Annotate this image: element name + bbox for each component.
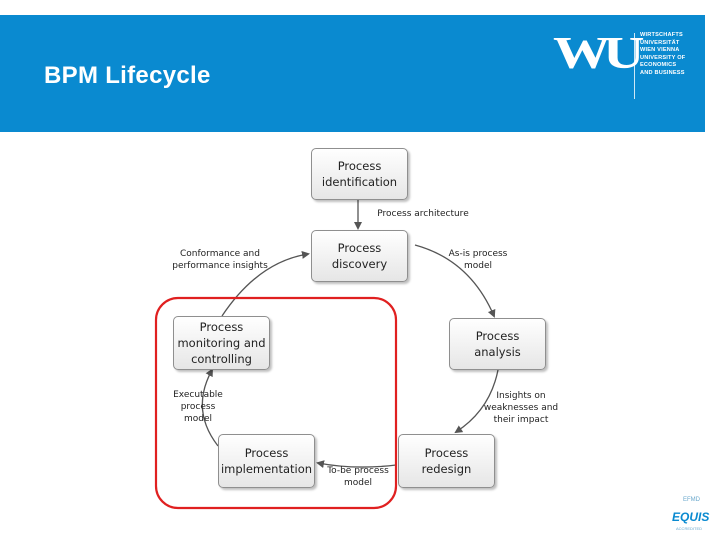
efmd-mark: EFMD — [683, 497, 700, 503]
box-process-analysis: Process analysis — [449, 318, 546, 370]
wu-logo: WU — [553, 27, 645, 78]
label-executable-model: Executable process model — [173, 390, 223, 424]
box-process-discovery: Process discovery — [311, 230, 408, 282]
arrow-discovery-to-analysis — [414, 244, 496, 318]
box-process-monitoring: Process monitoring and controlling — [173, 316, 270, 370]
label-as-is-model: As-is process model — [448, 249, 508, 271]
header-band — [0, 15, 705, 132]
logo-line: WIEN VIENNA — [640, 47, 680, 53]
arrow-monitoring-to-discovery — [221, 251, 310, 317]
highlight-frame — [154, 296, 398, 510]
equis-logo: EQUIS — [672, 510, 710, 524]
logo-line: AND BUSINESS — [640, 69, 685, 76]
logo-line: ECONOMICS — [640, 62, 677, 68]
label-to-be-model: To-be process model — [327, 466, 389, 488]
logo-wordmark: WIRTSCHAFTS UNIVERSITÄT WIEN VIENNA UNIV… — [640, 32, 685, 77]
box-process-redesign: Process redesign — [398, 434, 495, 488]
logo-divider — [634, 33, 635, 99]
arrow-redesign-to-implementation — [316, 460, 397, 469]
slide-title: BPM Lifecycle — [44, 62, 211, 89]
logo-line: UNIVERSITY OF — [640, 54, 686, 61]
label-insights: Insights on weaknesses and their impact — [483, 391, 559, 425]
box-process-identification: Process identification — [311, 148, 408, 200]
arrow-implementation-to-monitoring — [201, 368, 219, 447]
box-process-implementation: Process implementation — [218, 434, 315, 488]
arrow-analysis-to-redesign — [454, 369, 499, 434]
label-conformance: Conformance and performance insights — [172, 249, 268, 271]
label-process-architecture: Process architecture — [377, 209, 469, 219]
logo-line: UNIVERSITÄT — [640, 39, 680, 46]
equis-accredited: ACCREDITED — [676, 526, 703, 531]
logo-line: WIRTSCHAFTS — [640, 32, 683, 38]
